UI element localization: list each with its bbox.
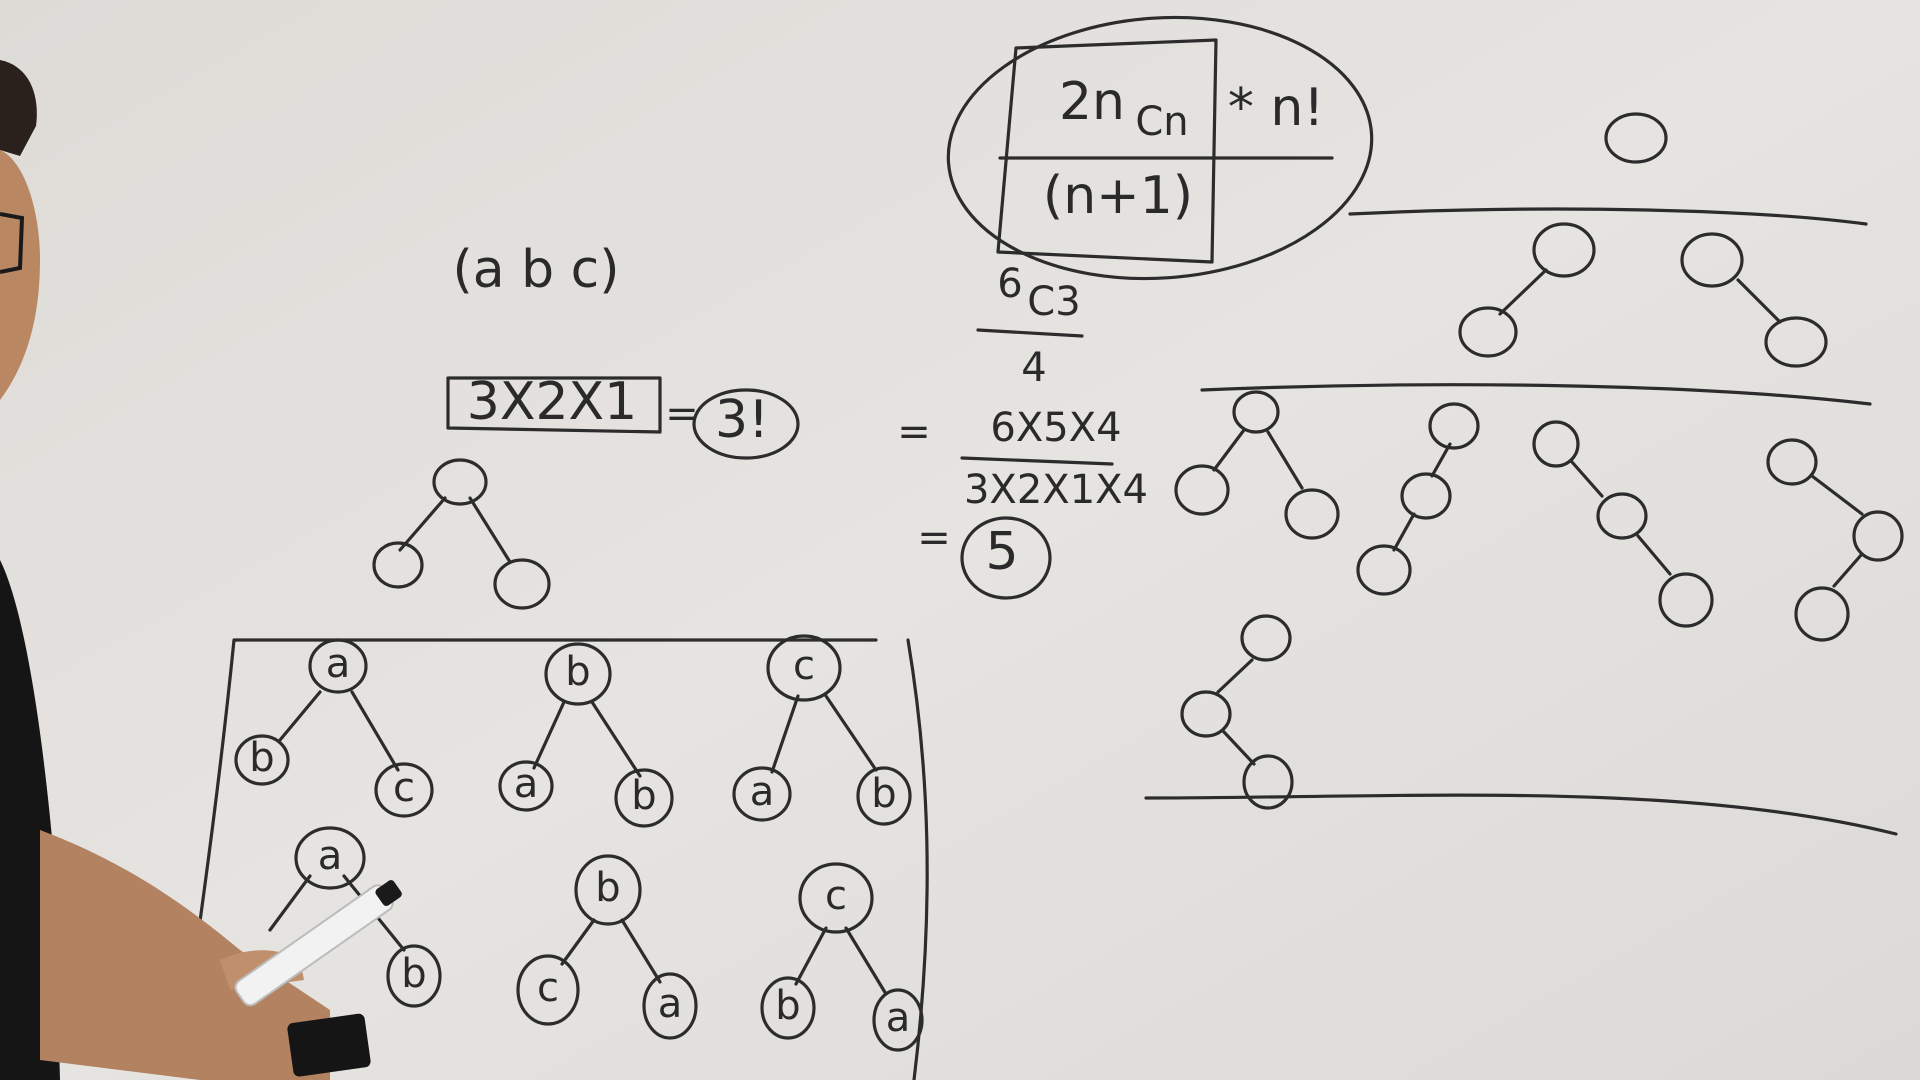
formula-sub: Cn [1135, 99, 1188, 145]
t2-left: a [514, 761, 539, 807]
presenter-face [0, 150, 40, 400]
presenter-arm [40, 830, 330, 1080]
t4-right: b [401, 951, 426, 997]
labeled-tree-4: a b [268, 826, 442, 1008]
formula-denominator: (n+1) [1043, 166, 1193, 226]
t3-right: b [871, 771, 896, 817]
divider-1 [1348, 207, 1868, 226]
t6-right: a [886, 995, 911, 1041]
t3-left: a [750, 769, 775, 815]
t1-right: c [393, 765, 415, 811]
calc-div: 4 [1021, 345, 1046, 391]
calculation: 6 C3 4 = 6X5X4 3X2X1X4 = 5 [897, 261, 1148, 600]
set-abc: (a b c) [452, 240, 619, 300]
calc-den: 3X2X1X4 [964, 467, 1148, 513]
formula-circle [946, 15, 1374, 281]
permutation-work: (a b c) 3X2X1 = 3! [446, 240, 800, 460]
perm-box [446, 376, 662, 434]
t6-left: b [775, 983, 800, 1029]
calc-result: 5 [985, 522, 1018, 582]
n3-trees [1174, 390, 1904, 810]
t2-right: b [631, 773, 656, 819]
divider-3 [1144, 793, 1898, 836]
perm-result: 3! [715, 390, 769, 450]
catalan-formula: 2n Cn * n! (n+1) [946, 15, 1374, 281]
calc-bar2 [960, 456, 1114, 466]
labeled-tree-1: a b c [234, 638, 434, 818]
n1-tree [1604, 112, 1668, 164]
t1-root: a [326, 641, 351, 687]
perm-expr: 3X2X1 [467, 372, 638, 432]
calc-eq2: = [917, 515, 951, 561]
calc-c3: C3 [1027, 279, 1080, 325]
calc-num: 6X5X4 [990, 405, 1121, 451]
formula-times: * n! [1228, 78, 1324, 138]
result-circle [960, 516, 1052, 600]
presenter-glasses [0, 212, 25, 274]
t5-left: c [537, 965, 559, 1011]
calc-six: 6 [997, 261, 1022, 307]
formula-numerator: 2n [1059, 72, 1125, 132]
labeled-tree-3: c a b [732, 634, 912, 826]
marker-cap [375, 880, 402, 906]
template-tree [372, 458, 551, 610]
t6-root: c [825, 873, 847, 919]
t5-right: a [658, 981, 683, 1027]
marker [234, 880, 402, 1007]
t4-root: a [318, 833, 343, 879]
t3-root: c [793, 643, 815, 689]
calc-eq1: = [897, 409, 931, 455]
n2-trees [1458, 222, 1828, 368]
labeled-tree-6: c b a [760, 862, 924, 1052]
labeled-tree-2: b a b [498, 642, 674, 828]
formula-box [996, 38, 1218, 264]
presenter-hair [0, 60, 37, 156]
calc-bar1 [976, 328, 1084, 338]
labeled-tree-5: b c a [516, 854, 698, 1040]
t5-root: b [595, 865, 620, 911]
marker-eraser [287, 1013, 371, 1077]
t1-left: b [249, 735, 274, 781]
perm-circle [692, 388, 800, 460]
divider-2 [1200, 383, 1872, 406]
t2-root: b [565, 649, 590, 695]
